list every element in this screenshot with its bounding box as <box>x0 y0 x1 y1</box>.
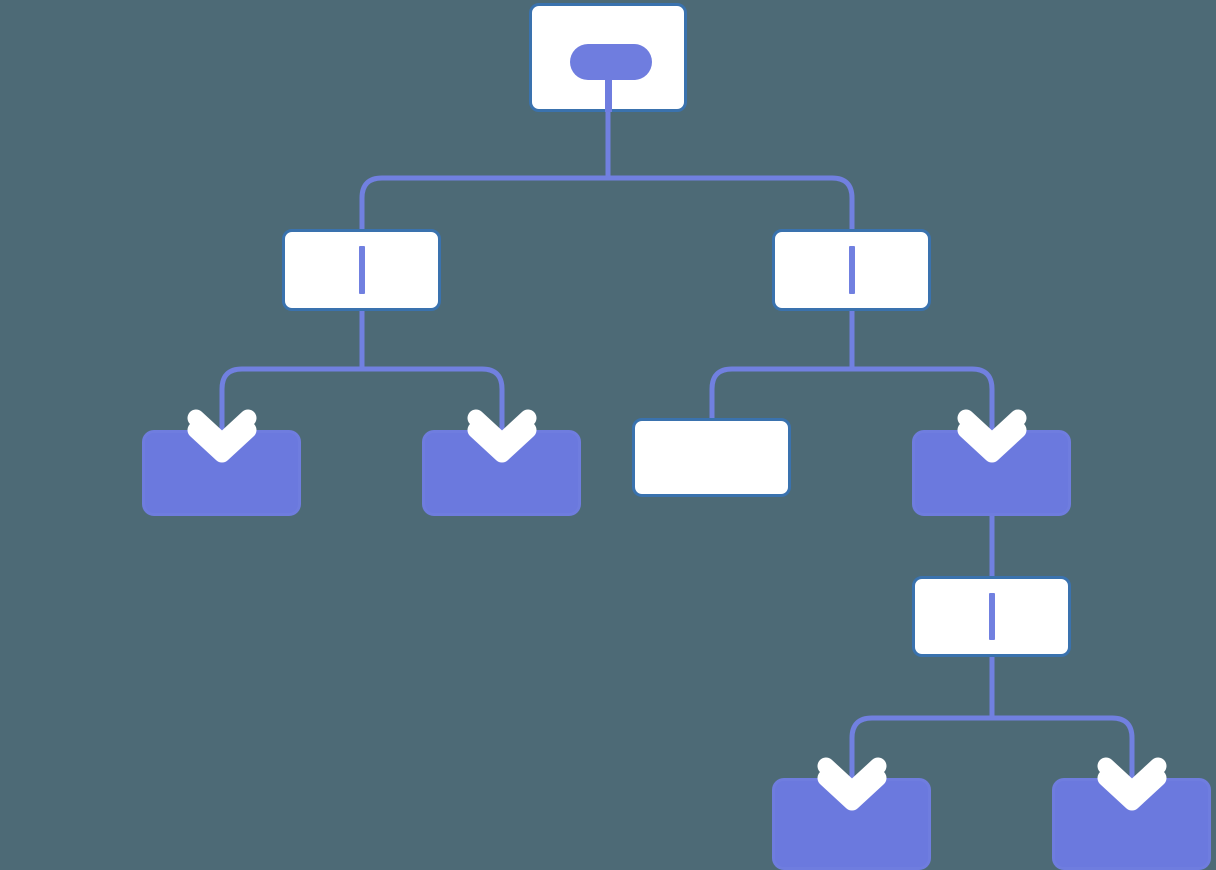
edge-n2-n4 <box>219 366 362 432</box>
node-pass-bottom[interactable] <box>912 576 1071 657</box>
vertical-bar-icon <box>848 246 855 294</box>
edge-n8-n9 <box>849 715 992 781</box>
edge-n1-n2 <box>359 175 608 229</box>
edge-n3-n7 <box>852 366 995 432</box>
node-terminal-5[interactable] <box>1052 778 1211 870</box>
node-pass-right[interactable] <box>772 229 931 311</box>
edge-n3-n6 <box>709 366 852 418</box>
vertical-bar-icon <box>358 246 365 294</box>
node-terminal-4[interactable] <box>772 778 931 870</box>
node-terminal-3[interactable] <box>632 418 791 497</box>
edge-n8-n10 <box>992 715 1135 781</box>
edge-n1-n3 <box>608 175 855 229</box>
vertical-bar-icon <box>988 593 995 640</box>
node-terminal-1[interactable] <box>142 430 301 516</box>
node-branch-right[interactable] <box>912 430 1071 516</box>
edge-n2-n5 <box>362 366 505 432</box>
node-pass-left[interactable] <box>282 229 441 311</box>
capsule-stem-icon <box>604 76 612 112</box>
node-root[interactable] <box>529 3 687 112</box>
capsule-marker-icon <box>570 44 652 80</box>
node-terminal-2[interactable] <box>422 430 581 516</box>
